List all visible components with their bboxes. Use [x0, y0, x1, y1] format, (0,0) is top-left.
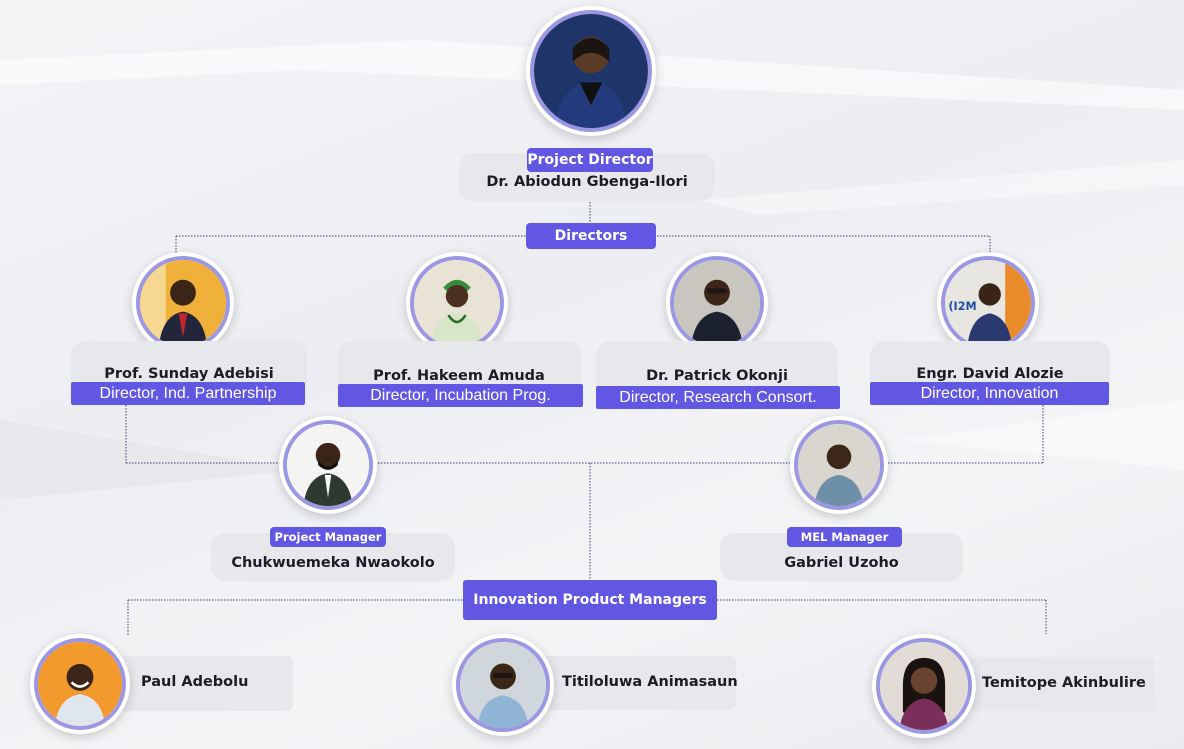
avatar-photo	[136, 256, 230, 350]
avatar-photo	[530, 10, 652, 132]
backdrop-text: (I2M	[948, 300, 976, 313]
product-manager-avatar-3	[872, 634, 976, 738]
director-role-1: Director, Ind. Partnership	[71, 382, 305, 405]
director-name-4: Engr. David Alozie	[916, 366, 1064, 382]
director-avatar-4: (I2M	[937, 252, 1039, 354]
project-director-role-badge: Project Director	[527, 148, 653, 172]
mel-manager-avatar	[790, 416, 888, 514]
director-role-2: Director, Incubation Prog.	[338, 384, 583, 407]
director-name-1: Prof. Sunday Adebisi	[104, 366, 274, 382]
avatar-photo	[283, 420, 373, 510]
project-manager-avatar	[279, 416, 377, 514]
director-avatar-1	[132, 252, 234, 354]
avatar-photo	[876, 638, 972, 734]
project-director-name: Dr. Abiodun Gbenga-Ilori	[486, 174, 688, 190]
mel-manager-name: Gabriel Uzoho	[784, 555, 899, 571]
product-manager-name-3: Temitope Akinbulire	[982, 675, 1146, 691]
project-manager-name: Chukwuemeka Nwaokolo	[231, 555, 435, 571]
product-manager-name-1: Paul Adebolu	[141, 674, 249, 690]
avatar-photo: (I2M	[941, 256, 1035, 350]
director-role-3: Director, Research Consort.	[596, 386, 840, 409]
avatar-photo	[410, 256, 504, 350]
director-avatar-3	[666, 252, 768, 354]
director-name-2: Prof. Hakeem Amuda	[373, 368, 545, 384]
project-manager-role-badge: Project Manager	[270, 527, 386, 547]
avatar-photo	[794, 420, 884, 510]
avatar-photo	[670, 256, 764, 350]
directors-label: Directors	[526, 223, 656, 249]
product-manager-avatar-2	[452, 634, 554, 736]
product-manager-card-2	[540, 656, 736, 710]
product-manager-card-1	[112, 656, 293, 711]
director-avatar-2	[406, 252, 508, 354]
avatar-photo	[34, 638, 126, 730]
director-name-3: Dr. Patrick Okonji	[646, 368, 788, 384]
product-manager-card-3	[968, 657, 1155, 711]
director-role-4: Director, Innovation	[870, 382, 1109, 405]
avatar-photo	[456, 638, 550, 732]
product-manager-avatar-1	[30, 634, 130, 734]
product-manager-name-2: Titiloluwa Animasaun	[562, 674, 738, 690]
project-director-avatar	[526, 6, 656, 136]
ipm-label: Innovation Product Managers	[463, 580, 717, 620]
mel-manager-role-badge: MEL Manager	[787, 527, 902, 547]
